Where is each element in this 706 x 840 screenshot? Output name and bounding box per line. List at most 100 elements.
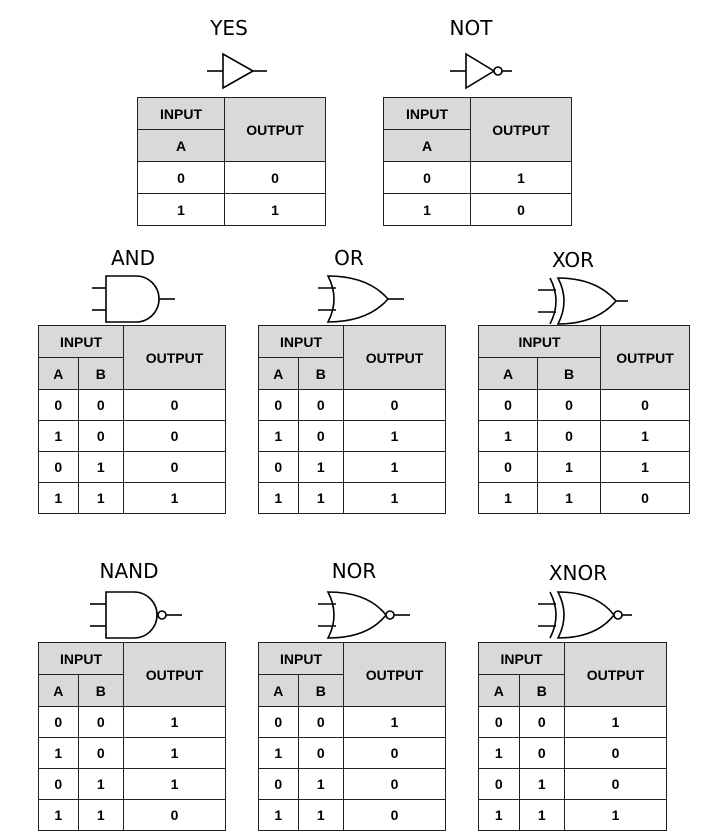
xnor-gate-title: XNOR (548, 561, 608, 585)
cell-b: 1 (77, 482, 125, 514)
cell-b: 0 (77, 706, 125, 738)
cell-a: 1 (478, 482, 538, 514)
cell-b: 1 (297, 768, 345, 800)
input-header: INPUT (137, 97, 225, 130)
cell-a: 1 (478, 799, 520, 831)
xnor-gate-icon (538, 591, 632, 639)
cell-a: 1 (258, 799, 299, 831)
cell-output: 1 (224, 193, 326, 226)
cell-output: 0 (123, 799, 226, 831)
cell-b: 0 (297, 706, 345, 738)
not-gate-title: NOT (449, 16, 493, 40)
input-b-header: B (518, 674, 565, 707)
not-gate-icon (450, 52, 512, 90)
output-header: OUTPUT (224, 97, 326, 162)
cell-output: 0 (123, 451, 226, 483)
output-header: OUTPUT (600, 325, 690, 390)
cell-output: 0 (600, 389, 690, 421)
xor-gate-title: XOR (551, 248, 595, 272)
cell-b: 1 (297, 799, 345, 831)
input-a-header: A (137, 129, 225, 162)
cell-output: 1 (600, 420, 690, 452)
xor-gate-icon (538, 277, 628, 325)
cell-output: 1 (600, 451, 690, 483)
cell-b: 1 (77, 451, 125, 483)
cell-a: 0 (258, 389, 299, 421)
input-b-header: B (537, 357, 601, 390)
cell-a: 0 (478, 389, 538, 421)
output-header: OUTPUT (343, 325, 446, 390)
output-header: OUTPUT (123, 325, 226, 390)
input-a-header: A (383, 129, 471, 162)
input-b-header: B (297, 357, 345, 390)
cell-a: 1 (478, 737, 520, 769)
input-header: INPUT (38, 642, 124, 675)
cell-a: 1 (383, 193, 471, 226)
cell-output: 1 (343, 482, 446, 514)
input-a-header: A (258, 674, 299, 707)
input-header: INPUT (258, 642, 344, 675)
cell-output: 0 (343, 389, 446, 421)
or-gate-title: OR (334, 246, 364, 270)
cell-b: 1 (77, 799, 125, 831)
input-a-header: A (38, 357, 79, 390)
input-b-header: B (297, 674, 345, 707)
cell-b: 0 (537, 389, 601, 421)
cell-output: 1 (563, 799, 668, 831)
cell-output: 0 (343, 799, 446, 831)
cell-a: 1 (137, 193, 225, 226)
cell-b: 1 (297, 451, 345, 483)
cell-a: 0 (383, 161, 471, 194)
yes-gate-title: YES (210, 16, 248, 40)
cell-b: 0 (297, 737, 345, 769)
output-header: OUTPUT (563, 642, 668, 707)
cell-output: 1 (343, 420, 446, 452)
cell-output: 1 (123, 737, 226, 769)
cell-output: 1 (123, 482, 226, 514)
output-header: OUTPUT (343, 642, 446, 707)
buffer-gate-icon (207, 52, 267, 90)
cell-a: 1 (38, 482, 79, 514)
cell-a: 0 (258, 451, 299, 483)
input-a-header: A (478, 674, 520, 707)
cell-output: 1 (123, 768, 226, 800)
input-header: INPUT (38, 325, 124, 358)
cell-b: 1 (77, 768, 125, 800)
cell-b: 0 (77, 420, 125, 452)
cell-output: 0 (224, 161, 326, 194)
cell-b: 0 (297, 420, 345, 452)
nand-gate-icon (90, 591, 182, 639)
cell-output: 1 (123, 706, 226, 738)
cell-output: 0 (123, 420, 226, 452)
cell-a: 0 (258, 768, 299, 800)
input-header: INPUT (383, 97, 471, 130)
input-header: INPUT (258, 325, 344, 358)
cell-a: 0 (38, 389, 79, 421)
cell-a: 1 (258, 737, 299, 769)
